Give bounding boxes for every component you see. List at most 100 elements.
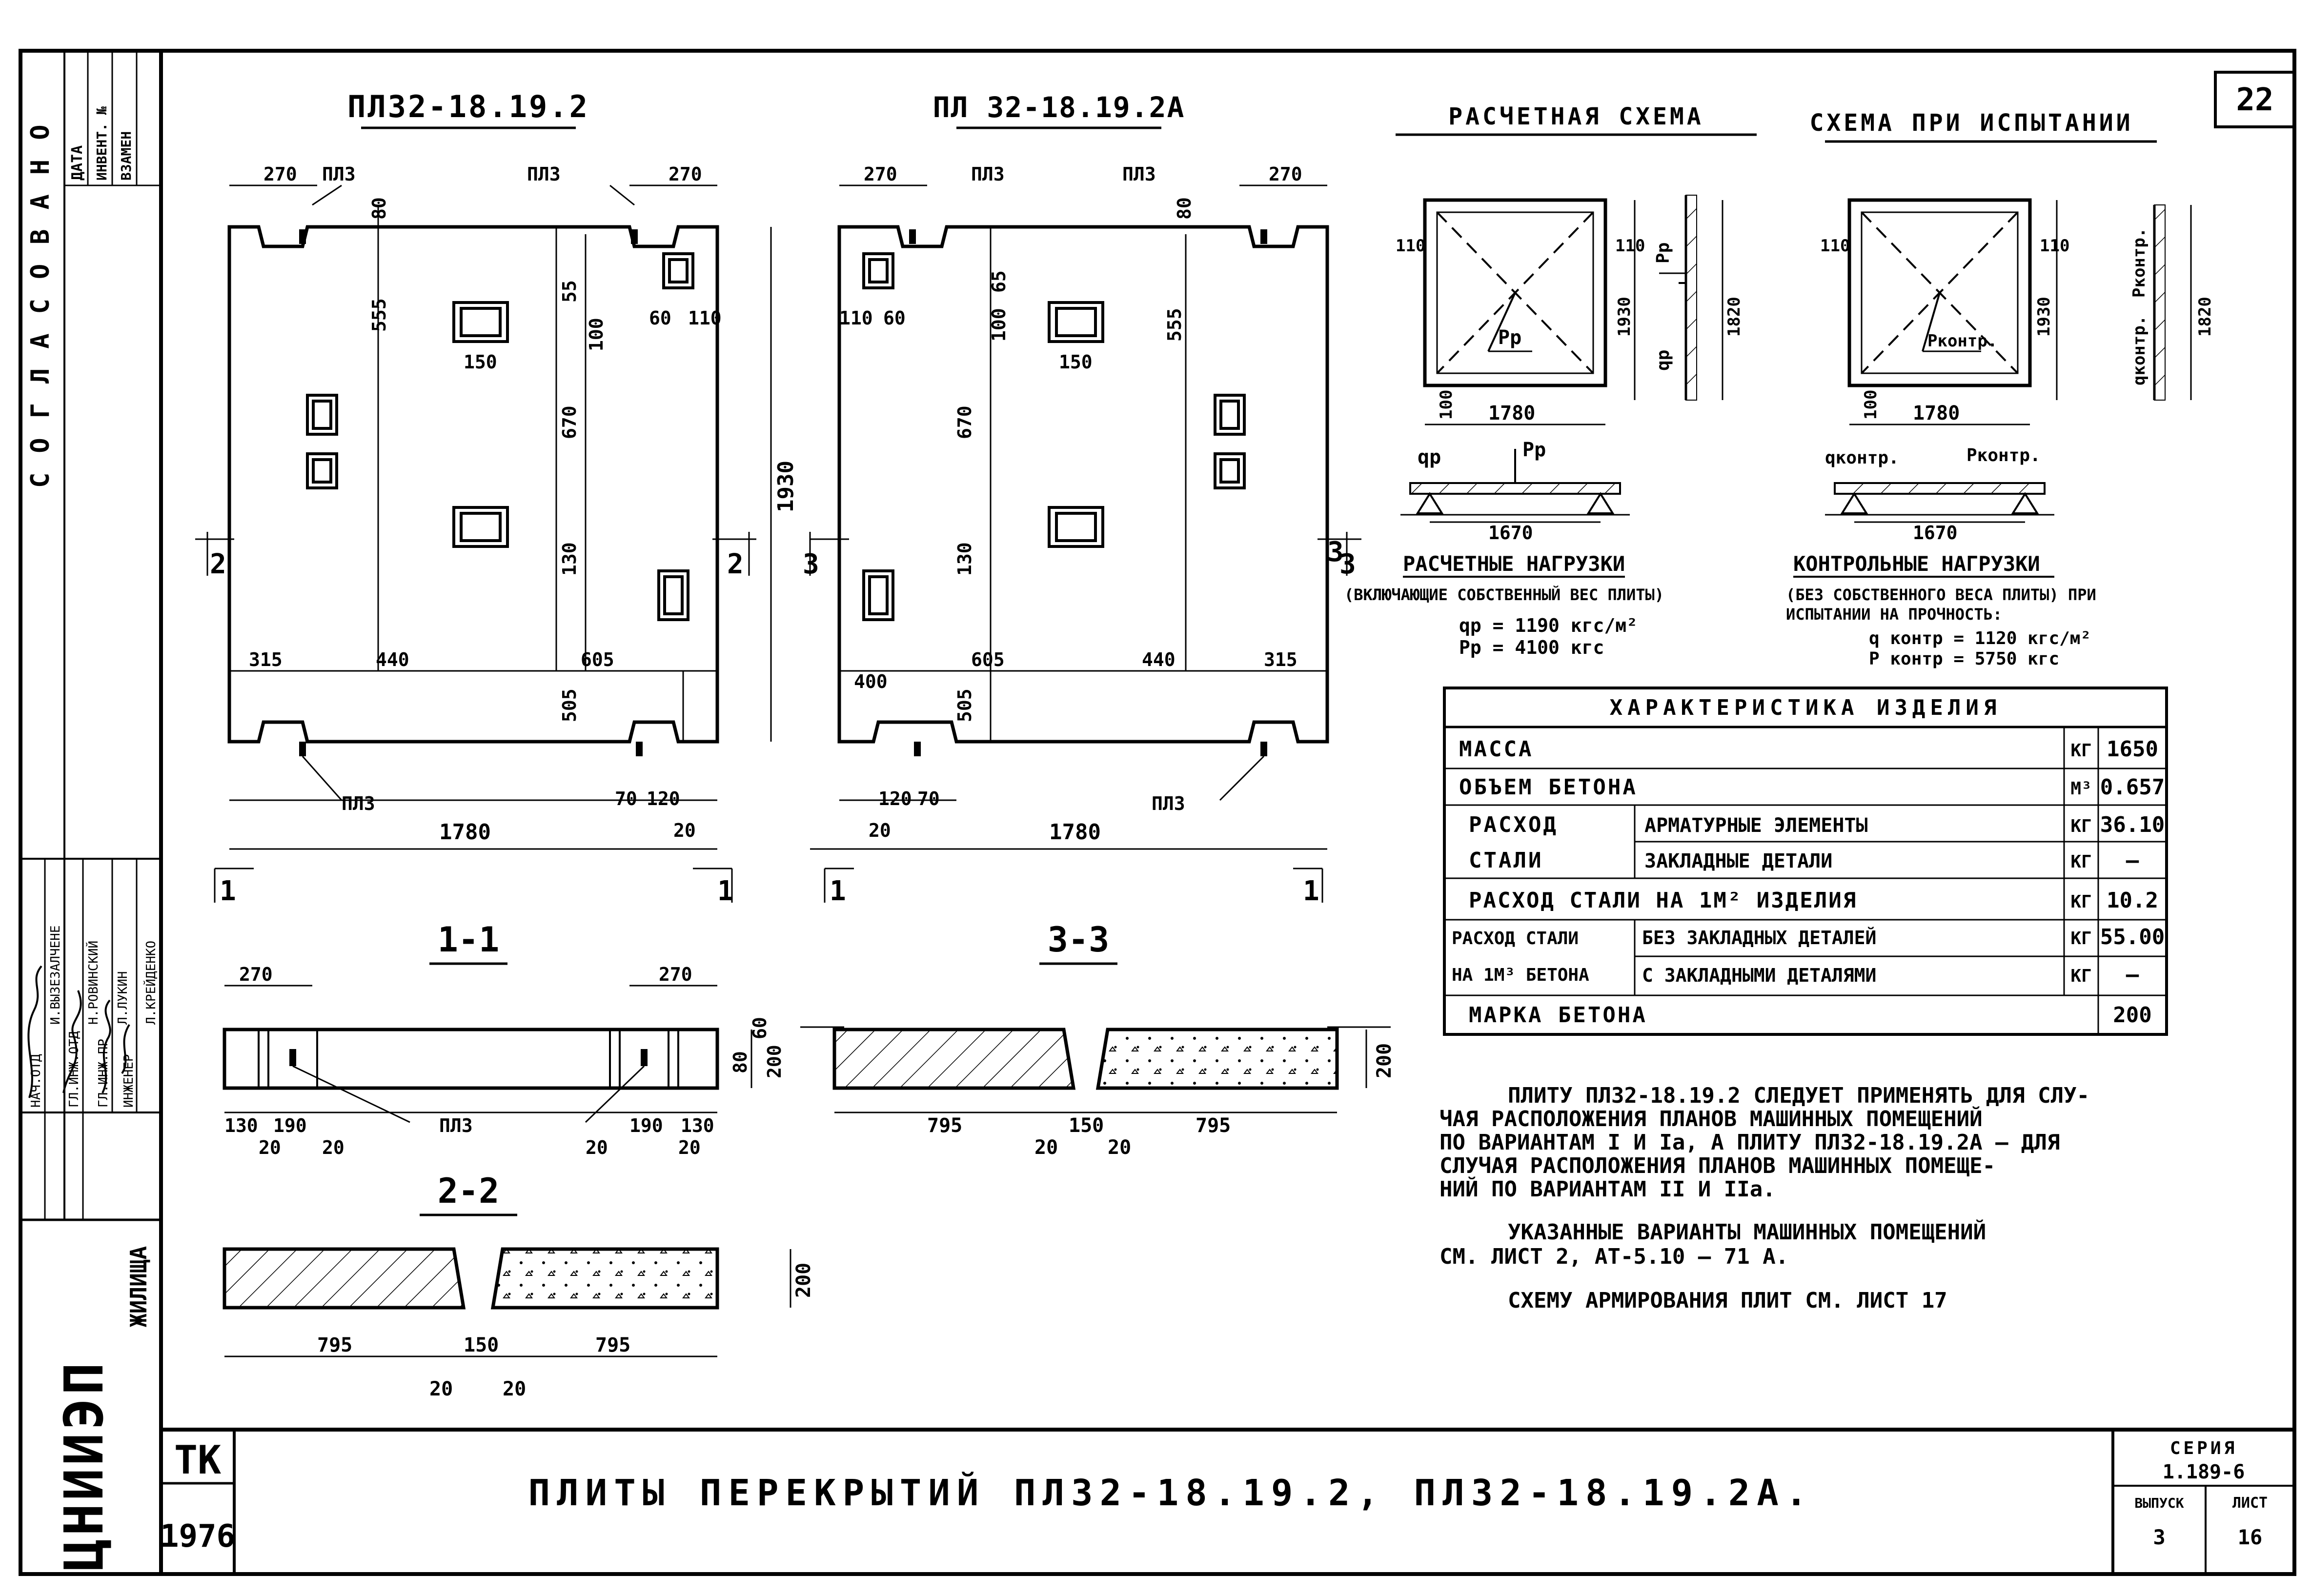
sheet-label: ЛИСТ — [2232, 1495, 2268, 1512]
row6-value: — — [2126, 962, 2139, 987]
signature-scribble — [27, 965, 130, 1098]
s11-20a: 20 — [259, 1137, 281, 1158]
title-block: ТК 1976 ПЛИТЫ ПЕРЕКРЫТИЙ ПЛ32-18.19.2, П… — [160, 1437, 2268, 1555]
calc-1820: 1820 — [1724, 297, 1744, 337]
sig-name-1: Н.РОВИНСКИЙ — [85, 941, 101, 1025]
s22-150: 150 — [464, 1334, 499, 1356]
title-tk: ТК — [174, 1437, 221, 1483]
s22-20b: 20 — [503, 1378, 526, 1400]
plan1-openings — [306, 252, 694, 621]
row2-value: 36.10 — [2100, 812, 2165, 837]
p1-pl3a: ПЛ3 — [322, 163, 356, 185]
p1-1780: 1780 — [439, 820, 491, 845]
row7-label: МАРКА БЕТОНА — [1469, 1003, 1647, 1028]
test-loads-title: КОНТРОЛЬНЫЕ НАГРУЗКИ — [1793, 552, 2040, 576]
left-stamp: СОГЛАСОВАНО ДАТА ИНВЕНТ. № ВЗАМЕН НАЧ.ОТ… — [26, 105, 159, 1571]
p2-130: 130 — [954, 542, 975, 576]
s11-20c: 20 — [586, 1137, 608, 1158]
test-labels: 110 110 1930 1820 100 1780 1670 Pконтр. … — [1786, 228, 2215, 669]
p1-55: 55 — [559, 280, 580, 303]
row6-label: С ЗАКЛАДНЫМИ ДЕТАЛЯМИ — [1642, 965, 1876, 986]
p1-670: 670 — [559, 405, 580, 439]
p1-70: 70 — [615, 788, 637, 809]
p1-150: 150 — [464, 351, 497, 373]
row1-value: 0.657 — [2100, 775, 2165, 800]
calc-1780: 1780 — [1488, 402, 1535, 424]
s22-200: 200 — [792, 1263, 815, 1298]
s11-130b: 130 — [681, 1115, 714, 1136]
p1-80: 80 — [368, 197, 390, 220]
test-p-value: P контр = 5750 кгс — [1869, 649, 2059, 669]
p1-60: 60 — [649, 307, 671, 329]
row0-value: 1650 — [2107, 737, 2158, 762]
p1-sec1b: 1 — [717, 875, 734, 907]
p2-sec1b: 1 — [1303, 875, 1319, 907]
s11-270b: 270 — [659, 964, 692, 985]
row3-label: ЗАКЛАДНЫЕ ДЕТАЛИ — [1644, 850, 1832, 872]
s22-20a: 20 — [429, 1378, 453, 1400]
stamp-agreed: СОГЛАСОВАНО — [26, 105, 55, 488]
row5-label: БЕЗ ЗАКЛАДНЫХ ДЕТАЛЕЙ — [1642, 927, 1876, 949]
test-1930: 1930 — [2034, 297, 2054, 337]
p2-120: 120 — [878, 788, 912, 809]
s33-20b: 20 — [1108, 1136, 1131, 1159]
plan2-outline — [837, 225, 1329, 744]
row7-value: 200 — [2113, 1003, 2151, 1028]
section33-drawing — [800, 1026, 1391, 1113]
section11-title: 1-1 — [438, 920, 499, 960]
p2-sec3b: 3 — [1339, 548, 1356, 580]
test-pk-beam: Pконтр. — [1966, 445, 2041, 465]
p2-505: 505 — [954, 688, 975, 722]
p2-bottom-pl3: ПЛ3 — [1152, 793, 1185, 814]
p2-315: 315 — [1264, 649, 1297, 670]
test-q-value: q контр = 1120 кгс/м² — [1869, 628, 2091, 648]
row4-label: РАСХОД СТАЛИ НА 1М² ИЗДЕЛИЯ — [1469, 888, 1857, 913]
p1-605: 605 — [581, 649, 614, 670]
plan1-drawing — [195, 184, 772, 903]
s11-20d: 20 — [678, 1137, 701, 1158]
s11-pl3: ПЛ3 — [439, 1115, 473, 1136]
row4-unit: КГ — [2070, 892, 2091, 912]
note2-line1: СМ. ЛИСТ 2, АТ-5.10 — 71 А. — [1439, 1244, 1788, 1269]
p2-270a: 270 — [864, 163, 897, 185]
note1-line0: ПЛИТУ ПЛ32-18.19.2 СЛЕДУЕТ ПРИМЕНЯТЬ ДЛЯ… — [1508, 1083, 2089, 1108]
plan1-title: ПЛ32-18.19.2 — [347, 89, 589, 124]
row3-unit: КГ — [2070, 852, 2091, 872]
p1-1930: 1930 — [773, 461, 798, 512]
p1-270b: 270 — [669, 163, 702, 185]
p2-80: 80 — [1174, 197, 1195, 220]
stamp-replaced: ВЗАМЕН — [118, 131, 134, 181]
test-pk-plan: Pконтр. — [1927, 331, 1997, 351]
note1-line4: НИЙ ПО ВАРИАНТАМ II И IIа. — [1439, 1176, 1776, 1202]
test-title: СХЕМА ПРИ ИСПЫТАНИИ — [1809, 109, 2133, 137]
p2-100: 100 — [988, 308, 1010, 342]
test-qk-side: qконтр. — [2129, 316, 2149, 385]
org-logo: ЦНИИЭП — [53, 1360, 115, 1571]
view-titles: ПЛ32-18.19.2 ПЛ 32-18.19.2А РАСЧЕТНАЯ СХ… — [347, 89, 2157, 1216]
p1-110: 110 — [688, 307, 722, 329]
test-pk-side: Pконтр. — [2129, 228, 2149, 298]
row5-group: РАСХОД СТАЛИ — [1452, 929, 1579, 949]
s11-20b: 20 — [322, 1137, 345, 1158]
p2-670: 670 — [954, 405, 975, 439]
calc-title: РАСЧЕТНАЯ СХЕМА — [1448, 103, 1703, 130]
test-qk-beam: qконтр. — [1825, 448, 1899, 468]
notes: ПЛИТУ ПЛ32-18.19.2 СЛЕДУЕТ ПРИМЕНЯТЬ ДЛЯ… — [1439, 1083, 2089, 1313]
row0-label: МАССА — [1459, 737, 1533, 762]
plan2-dimlines — [809, 184, 1361, 903]
p1-505: 505 — [559, 688, 580, 722]
s33-200: 200 — [1373, 1043, 1396, 1078]
sheet-title: ПЛИТЫ ПЕРЕКРЫТИЙ ПЛ32-18.19.2, ПЛ32-18.1… — [528, 1471, 1814, 1514]
section33-title: 3-3 — [1048, 920, 1109, 960]
row2-label: АРМАТУРНЫЕ ЭЛЕМЕНТЫ — [1644, 814, 1868, 837]
p2-555: 555 — [1164, 308, 1185, 342]
section11-labels: 270 270 60 80 200 130 190 190 130 20 20 … — [224, 964, 785, 1158]
series-value: 1.189-6 — [2163, 1461, 2245, 1483]
sig-role-3: ИНЖЕНЕР — [122, 1054, 136, 1108]
p1-440: 440 — [376, 649, 409, 670]
p2-605: 605 — [971, 649, 1005, 670]
s22-795a: 795 — [317, 1334, 352, 1356]
calc-q-value: qр = 1190 кгс/м² — [1459, 615, 1638, 636]
calc-qp-side: qр — [1653, 350, 1673, 371]
